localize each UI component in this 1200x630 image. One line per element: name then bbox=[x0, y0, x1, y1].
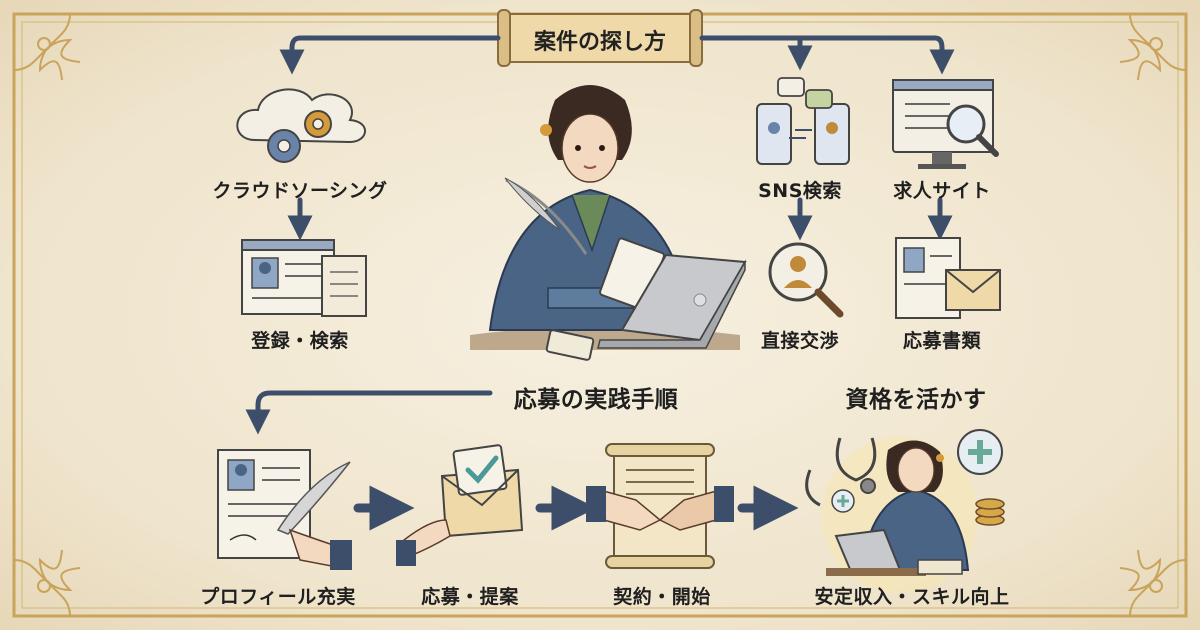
cloud-gear-icon bbox=[236, 88, 366, 163]
corner-flourish-tl bbox=[13, 13, 81, 81]
arrow-to-sns bbox=[699, 35, 813, 71]
page-title: 案件の探し方 bbox=[533, 30, 667, 55]
qualification-title: 資格を活かす bbox=[845, 387, 987, 413]
title-scroll bbox=[497, 9, 703, 67]
flow-arrows-top bbox=[279, 35, 955, 241]
profile-document-icon bbox=[241, 239, 367, 317]
qualification-illustration bbox=[805, 429, 1005, 593]
corner-flourish-bl bbox=[13, 549, 81, 617]
envelope-check-icon bbox=[396, 444, 524, 566]
corner-flourish-tr bbox=[1119, 13, 1187, 81]
label-sns-search: SNS検索 bbox=[758, 180, 842, 202]
label-register-search: 登録・検索 bbox=[251, 330, 349, 352]
practice-title: 応募の実践手順 bbox=[513, 387, 679, 413]
arrow-to-jobsite bbox=[797, 35, 955, 75]
label-job-site: 求人サイト bbox=[893, 180, 991, 202]
label-qualification-result: 安定収入・スキル向上 bbox=[814, 586, 1010, 608]
label-step-apply: 応募・提案 bbox=[421, 586, 519, 608]
label-direct-negotiation: 直接交渉 bbox=[760, 330, 840, 352]
magnifier-person-icon bbox=[768, 242, 844, 318]
arrow-to-crowdsourcing bbox=[279, 35, 501, 75]
label-crowdsourcing: クラウドソーシング bbox=[212, 180, 388, 202]
label-application-docs: 応募書類 bbox=[902, 330, 982, 352]
corner-flourish-br bbox=[1119, 549, 1187, 617]
profile-quill-icon bbox=[217, 449, 352, 570]
flow-arrows-bottom bbox=[245, 390, 799, 531]
arrow-to-profile bbox=[245, 390, 493, 435]
woman-kimono-illustration bbox=[470, 85, 747, 361]
label-step-profile: プロフィール充実 bbox=[200, 586, 356, 608]
sns-phones-icon bbox=[756, 77, 850, 165]
job-site-monitor-icon bbox=[892, 79, 999, 169]
label-step-contract: 契約・開始 bbox=[613, 586, 711, 608]
resume-envelope-icon bbox=[895, 237, 1001, 319]
contract-handshake-icon bbox=[586, 443, 734, 569]
